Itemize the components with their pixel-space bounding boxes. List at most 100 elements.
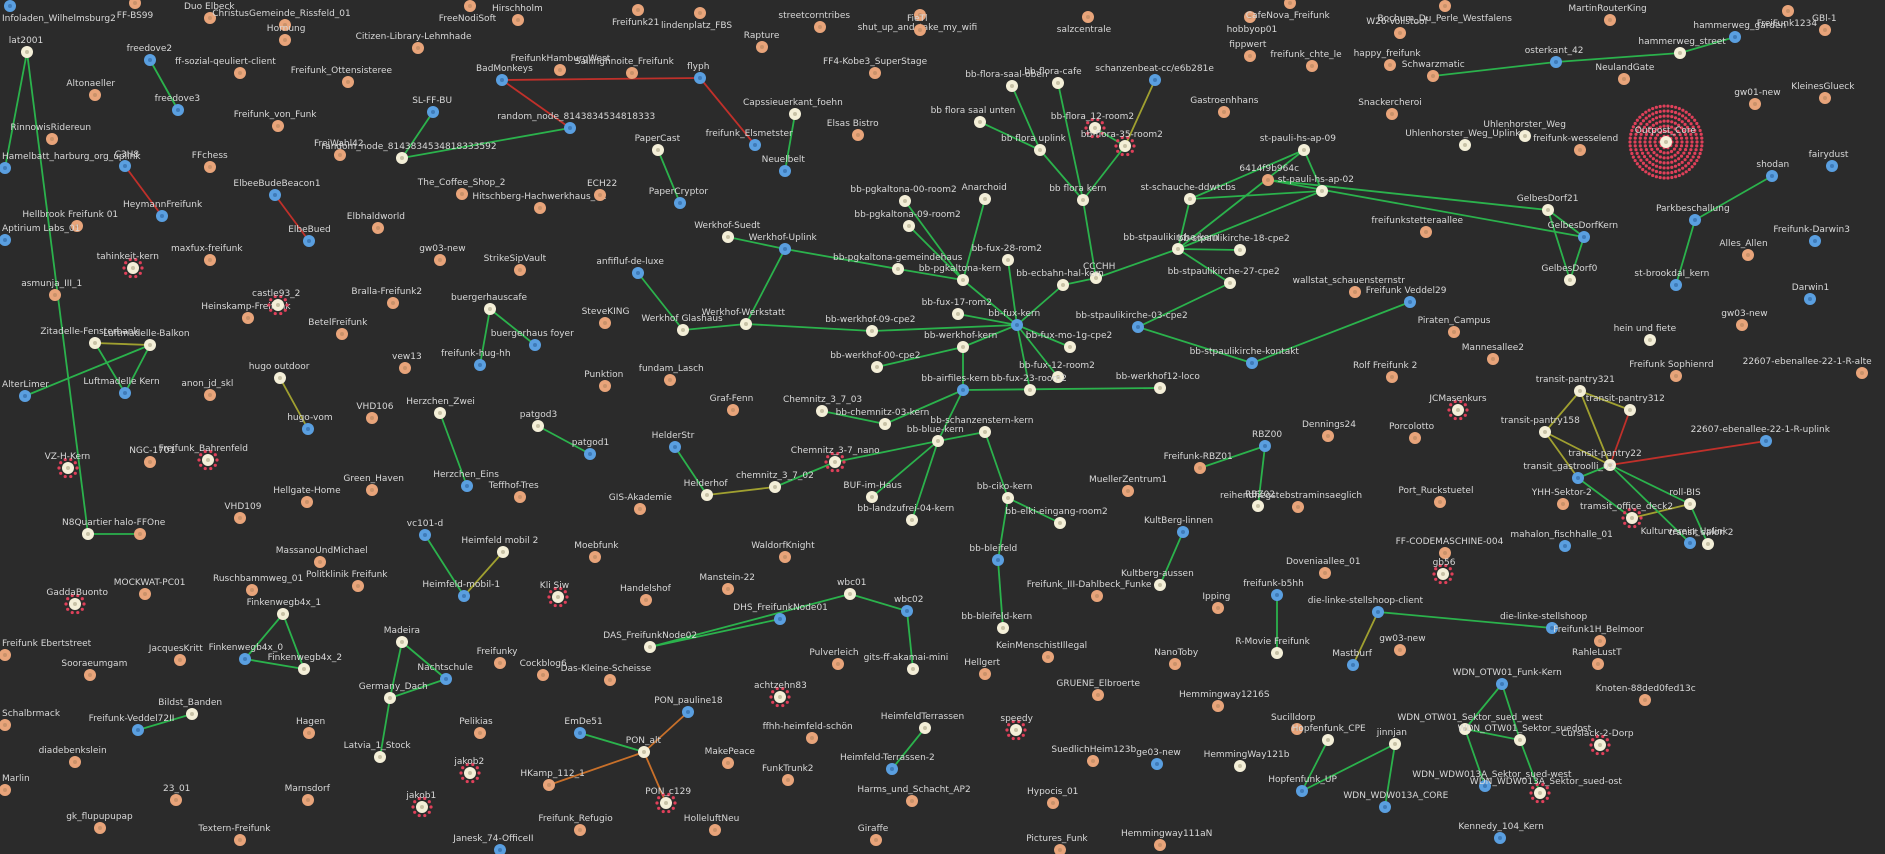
node-wdn-otw01-sektor-sued-west[interactable]: WDN_OTW01_Sektor_sued_west: [1397, 713, 1543, 735]
node-martinrouterking[interactable]: MartinRouterKing: [1568, 4, 1647, 26]
node-lindenplatz-fbs[interactable]: lindenplatz_FBS: [661, 7, 732, 31]
node-halo-ffone[interactable]: halo-FFOne: [114, 518, 166, 540]
node-link[interactable]: [94, 342, 126, 394]
node-vz-h-kern[interactable]: VZ-H-Kern: [45, 452, 91, 479]
node-bb-fux-28-rom2[interactable]: bb-fux-28-rom2: [972, 244, 1042, 266]
node-gits-ff-akamai-mini[interactable]: gits-ff-akamai-mini: [864, 653, 949, 675]
node-rbz02[interactable]: RBZ02: [1245, 490, 1275, 512]
node-bralla-freifunk2[interactable]: Bralla-Freifunk2: [351, 287, 422, 309]
node-roll-bis[interactable]: roll-BIS: [1669, 488, 1701, 510]
node-pon-pauline18[interactable]: PON_pauline18: [654, 696, 723, 718]
node-link[interactable]: [489, 308, 536, 346]
node-madeira[interactable]: Madeira: [384, 626, 420, 648]
node-link[interactable]: [401, 127, 571, 159]
node-waldorfknight[interactable]: WaldorfKnight: [751, 541, 815, 563]
node-wallstat-schauensternstr[interactable]: wallstat_schauensternstr: [1293, 276, 1406, 298]
node-elbebued[interactable]: ElbeBued: [288, 225, 331, 247]
node-ff-codemaschine-004[interactable]: FF-CODEMASCHINE-004: [1396, 537, 1504, 559]
node-jcmasenkurs[interactable]: JCMasenkurs: [1428, 394, 1487, 421]
node-sooraeumgam[interactable]: Sooraeumgam: [61, 659, 127, 681]
node-link[interactable]: [979, 121, 1041, 151]
node-nanotoby[interactable]: NanoToby: [1154, 648, 1199, 670]
node-link[interactable]: [1137, 326, 1253, 364]
node-citizen-library-lehmhade[interactable]: Citizen-Library-Lehmhade: [356, 32, 472, 54]
node-die-linke-stellshoop[interactable]: die-linke-stellshoop: [1500, 612, 1588, 634]
node-werkhof-uplink[interactable]: Werkhof-Uplink: [749, 233, 818, 255]
node-link[interactable]: [1199, 445, 1266, 469]
node-bb-werkhof-09-cpe2[interactable]: bb-werkhof-09-cpe2: [825, 315, 915, 337]
node-jakob1[interactable]: jakob1: [405, 791, 436, 818]
node-capssieuerkant-foehn[interactable]: Capssieuerkant_foehn: [743, 98, 843, 120]
node-port-ruckstuetel[interactable]: Port_Ruckstuetel: [1398, 486, 1473, 508]
node-heymannfreifunk[interactable]: HeymannFreifunk: [123, 200, 203, 222]
node-bb-stpaulikirche-03-cpe2[interactable]: bb-stpaulikirche-03-cpe2: [1076, 311, 1188, 333]
node-hopfenfunk-cpe[interactable]: Hopfenfunk_CPE: [1292, 724, 1366, 746]
node-salzcentrale[interactable]: salzcentrale: [1057, 11, 1112, 35]
node-n8quartier[interactable]: N8Quartier: [62, 518, 112, 540]
node-freifunk-veddel72ii[interactable]: Freifunk-Veddel72II: [89, 714, 175, 736]
node-anarchoid[interactable]: Anarchoid: [962, 183, 1007, 205]
node-bochum-du-perle-westfalens[interactable]: Bochum_Du_Perle_Westfalens: [1377, 0, 1512, 24]
node-link[interactable]: [906, 610, 914, 670]
node-hellgert[interactable]: Hellgert: [964, 658, 1000, 680]
node-textern-freifunk[interactable]: Textern-Freifunk: [197, 824, 271, 846]
node-ccchh[interactable]: CCCHH: [1083, 262, 1115, 284]
node-link[interactable]: [897, 268, 964, 281]
node-bb-flora-kern[interactable]: bb flora kern: [1049, 184, 1106, 206]
node-kennedy-104-kern[interactable]: Kennedy_104_Kern: [1458, 822, 1544, 844]
node-cockblog6[interactable]: Cockblog6: [520, 659, 567, 681]
node-vhd109[interactable]: VHD109: [224, 502, 262, 524]
node-link[interactable]: [501, 77, 701, 81]
node-freifunk1234[interactable]: FreiFunk1234: [1757, 5, 1818, 29]
node-link[interactable]: [94, 342, 151, 346]
node-st-schauche-ddwtcbs[interactable]: st-schauche-ddwtcbs: [1141, 183, 1236, 205]
node-transit-gastroolli-02[interactable]: transit_gastroolli_02: [1523, 462, 1614, 484]
node-c3h8[interactable]: C3H8: [115, 150, 140, 172]
node-link[interactable]: [937, 389, 964, 442]
node-kultberg-aussen[interactable]: Kultberg-aussen: [1121, 569, 1194, 591]
node-sallinghnoite-freifunk[interactable]: Sallinghnoite_Freifunk: [575, 57, 675, 79]
node-link[interactable]: [962, 387, 1161, 391]
node-link[interactable]: [1095, 248, 1179, 279]
node-link[interactable]: [908, 225, 964, 281]
node-bb-flora-12-room2[interactable]: bb-flora_12-room2: [1051, 112, 1134, 139]
node-helderstr[interactable]: HelderStr: [652, 431, 695, 453]
node-link[interactable]: [884, 389, 964, 425]
node-manstein-22[interactable]: Manstein-22: [699, 573, 755, 595]
node-das-freifunknode02[interactable]: DAS_FreifunkNode02: [603, 631, 697, 653]
node-freifunky[interactable]: Freifunky: [477, 647, 519, 669]
node-hemmingway1216s[interactable]: Hemmingway1216S: [1179, 690, 1270, 712]
node-handelshof[interactable]: Handelshof: [620, 584, 672, 606]
node-link[interactable]: [1569, 236, 1585, 281]
node-germany-dach[interactable]: Germany_Dach: [359, 682, 428, 704]
node-schalbrmack[interactable]: Schalbrmack: [0, 709, 61, 731]
node-parkbeschallung[interactable]: Parkbeschallung: [1656, 204, 1730, 226]
node-sucilldorp[interactable]: Sucilldorp: [1271, 713, 1316, 735]
node-link[interactable]: [674, 446, 708, 496]
node-link[interactable]: [1016, 324, 1071, 348]
node-bb-pgkaltona-gemeindehaus[interactable]: bb-pgkaltona-gemeindehaus: [833, 253, 963, 275]
node-ffhh-heimfeld-sch-n[interactable]: ffhh-heimfeld-schön: [763, 722, 853, 744]
node-gastroenhhans[interactable]: Gastroenhhans: [1190, 96, 1259, 118]
node-wdn-wdw013a-sektor-sued-ost[interactable]: WDN_WDW013A_Sektor_sued-ost: [1470, 777, 1623, 804]
node-hitschberg-hachwerkhaus-01[interactable]: Hitschberg-Hachwerkhaus_01: [472, 192, 607, 214]
node-bb-werkhof-00-cpe2[interactable]: bb-werkhof-00-cpe2: [830, 351, 920, 373]
node-link[interactable]: [274, 194, 310, 242]
node-keinmenschistillegal[interactable]: KeinMenschistIllegal: [996, 641, 1087, 663]
node-hemmingway111an[interactable]: Hemmingway111aN: [1121, 829, 1212, 851]
node-dhs-freifunknode01[interactable]: DHS_FreifunkNode01: [733, 603, 828, 625]
node-link[interactable]: [997, 559, 1004, 629]
node-link[interactable]: [1384, 743, 1396, 808]
node-finkenwegb4x-0[interactable]: Finkenwegb4x_0: [209, 643, 284, 665]
node-hirschholm[interactable]: Hirschholm: [492, 4, 543, 26]
node-ngc-1701[interactable]: NGC-1701: [129, 446, 175, 468]
node-snackercheroi[interactable]: Snackercheroi: [1358, 98, 1422, 120]
node-herzchen-eins[interactable]: Herzchen_Eins: [433, 470, 499, 492]
node-w26-vollstoof[interactable]: W26-Vollstoof: [1366, 17, 1428, 39]
node-bb-chemnitz-03-kern[interactable]: bb-chemnitz-03-kern: [836, 408, 930, 430]
node-speedy[interactable]: speedy: [1000, 714, 1034, 741]
node-st-pauli-hs-ap-09[interactable]: st-pauli-hs-ap-09: [1260, 134, 1336, 156]
node-freifunk-bahrenfeld[interactable]: Freifunk_Bahrenfeld: [159, 444, 248, 471]
node-link[interactable]: [1547, 209, 1585, 238]
node-wdn-otw01-sektor-suedost[interactable]: WDN_OTW01_Sektor_suedost: [1458, 724, 1592, 746]
